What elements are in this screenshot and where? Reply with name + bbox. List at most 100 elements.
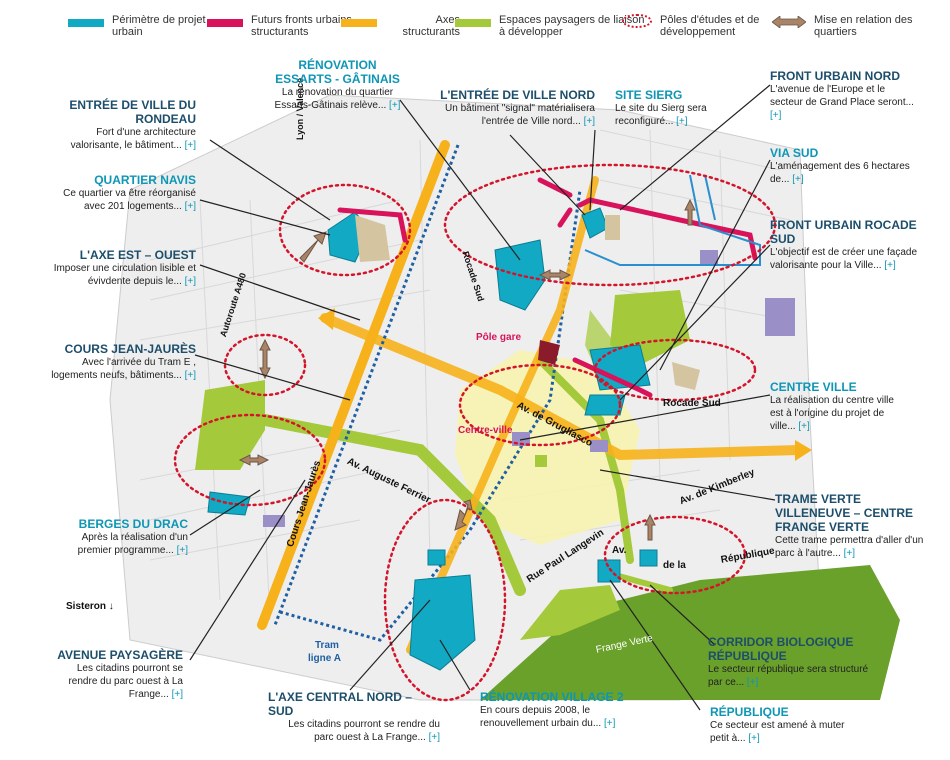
legend-label: Périmètre de projet urbain xyxy=(112,14,206,38)
callout-title: Avenue paysagère xyxy=(57,648,183,662)
callout-title: Rénovation Essarts - Gâtinais xyxy=(275,58,400,86)
label-pole-gare: Pôle gare xyxy=(476,332,522,343)
more-link[interactable]: [+] xyxy=(770,110,782,121)
label-rocade-sud-2: Rocade Sud xyxy=(663,398,721,409)
tram-e-line xyxy=(273,144,460,626)
leader-lines xyxy=(189,84,776,711)
callout-text: L'avenue de l'Europe et le secteur de Gr… xyxy=(770,84,914,108)
legend-label: Espaces paysagers de liaison à développe… xyxy=(499,14,645,38)
callout-text: Les citadins pourront se rendre du parc … xyxy=(68,663,183,700)
more-link[interactable]: [+] xyxy=(176,545,188,556)
legend-label: Mise en relation des quartiers xyxy=(814,14,913,38)
callout-quartier-navis[interactable]: Quartier Navis Ce quartier va être réorg… xyxy=(48,173,196,213)
pole-gare-block xyxy=(538,340,560,365)
legend-item-fronts: Futurs fronts urbains structurants xyxy=(207,14,366,38)
label-tram-a-2: ligne A xyxy=(308,653,341,664)
callout-front-rocade-sud[interactable]: Front urbain Rocade Sud L'objectif est d… xyxy=(770,218,920,272)
callout-title: Trame verte Villeneuve – Centre Frange v… xyxy=(775,492,914,534)
callout-text: La rénovation du quartier Essarts-Gâtina… xyxy=(274,87,394,111)
label-av-republique-1: Av. xyxy=(612,545,627,556)
more-link[interactable]: [+] xyxy=(184,201,196,212)
more-link[interactable]: [+] xyxy=(583,116,595,127)
callout-title: République xyxy=(710,705,789,719)
callout-title: Site Sierg xyxy=(615,88,683,102)
callout-text: Fort d'une architecture valorisante, le … xyxy=(70,127,196,151)
more-link[interactable]: [+] xyxy=(603,718,616,729)
callout-centre-ville[interactable]: Centre ville La réalisation du centre vi… xyxy=(770,380,910,433)
callout-title: Via Sud xyxy=(770,146,819,160)
callout-title: Centre ville xyxy=(770,380,857,394)
cours-jean-jaures-line xyxy=(257,140,450,630)
relation-arrow-icon xyxy=(772,16,806,28)
callout-title: Cours Jean-Jaurès xyxy=(64,342,196,356)
callout-title: L'axe Est – Ouest xyxy=(79,248,196,262)
label-av-republique-2: de la xyxy=(663,560,686,571)
legend-item-axes: Axes structurants xyxy=(341,14,460,38)
more-link[interactable]: [+] xyxy=(798,421,810,432)
callout-avenue-paysagere[interactable]: Avenue paysagère Les citadins pourront s… xyxy=(48,648,183,701)
via-sud-line-2 xyxy=(704,174,716,221)
more-link[interactable]: [+] xyxy=(843,548,856,559)
callout-title: Quartier Navis xyxy=(94,173,196,187)
callout-front-urbain-nord[interactable]: Front urbain Nord L'avenue de l'Europe e… xyxy=(770,69,915,122)
callout-text: L'objectif est de créer une façade valor… xyxy=(770,247,918,271)
callout-title: Berges du Drac xyxy=(78,517,188,531)
callout-entree-ville-nord[interactable]: L'entrée de ville Nord Un bâtiment "sign… xyxy=(430,88,595,128)
callout-axe-central[interactable]: L'axe central Nord – Sud Les citadins po… xyxy=(268,690,440,744)
more-link[interactable]: [+] xyxy=(184,140,196,151)
more-link[interactable]: [+] xyxy=(428,732,440,743)
map-legend: Périmètre de projet urbain Futurs fronts… xyxy=(0,10,950,50)
callout-text: Ce secteur est amené à muter petit à... xyxy=(710,720,845,744)
more-link[interactable]: [+] xyxy=(746,677,759,688)
callout-berges-drac[interactable]: Berges du Drac Après la réalisation d'un… xyxy=(48,517,188,557)
legend-swatch-teal xyxy=(68,19,104,27)
callout-text: Ce quartier va être réorganisé avec 201 … xyxy=(63,188,196,212)
callout-title: Entrée de ville du Rondeau xyxy=(69,98,196,126)
callout-text: Un bâtiment "signal" matérialisera l'ent… xyxy=(445,103,595,127)
legend-item-poles: Pôles d'études et de développement xyxy=(622,14,785,38)
callout-text: En cours depuis 2008, le renouvellement … xyxy=(480,705,602,729)
callout-title: L'entrée de ville Nord xyxy=(440,88,595,102)
callout-text: Imposer une circulation lisible et évivd… xyxy=(53,263,196,287)
more-link[interactable]: [+] xyxy=(792,174,804,185)
more-link[interactable]: [+] xyxy=(184,276,196,287)
callout-title: Rénovation Village 2 xyxy=(480,690,624,704)
green-link-south xyxy=(520,585,620,640)
callout-entree-rondeau[interactable]: Entrée de ville du Rondeau Fort d'une ar… xyxy=(48,98,196,152)
callout-renovation-village2[interactable]: Rénovation Village 2 En cours depuis 200… xyxy=(480,690,630,730)
more-link[interactable]: [+] xyxy=(171,689,183,700)
more-link[interactable]: [+] xyxy=(389,100,401,111)
legend-swatch-green xyxy=(455,19,491,27)
label-sisteron: Sisteron ↓ xyxy=(66,601,114,612)
legend-item-espaces: Espaces paysagers de liaison à développe… xyxy=(455,14,649,38)
label-centre-ville: Centre-ville xyxy=(458,425,513,436)
more-link[interactable]: [+] xyxy=(676,116,688,127)
callout-republique[interactable]: République Ce secteur est amené à muter … xyxy=(710,705,855,745)
more-link[interactable]: [+] xyxy=(884,260,896,271)
axe-arrow-east xyxy=(795,440,812,461)
tram-a-line xyxy=(279,189,582,642)
callout-axe-est-ouest[interactable]: L'axe Est – Ouest Imposer une circulatio… xyxy=(38,248,196,288)
callout-text: Le site du Sierg sera reconfiguré... xyxy=(615,103,707,127)
callout-text: L'aménagement des 6 hectares de... xyxy=(770,161,910,185)
relation-arrows xyxy=(238,198,696,541)
axe-est-ouest-line xyxy=(320,313,805,461)
callout-via-sud[interactable]: Via Sud L'aménagement des 6 hectares de.… xyxy=(770,146,920,186)
legend-label: Axes structurants xyxy=(402,14,460,38)
more-link[interactable]: [+] xyxy=(748,733,760,744)
legend-label: Futurs fronts urbains structurants xyxy=(251,14,352,38)
callout-trame-verte[interactable]: Trame verte Villeneuve – Centre Frange v… xyxy=(775,492,935,560)
frange-verte-zone xyxy=(480,565,900,700)
legend-item-relation: Mise en relation des quartiers xyxy=(772,14,924,38)
axe-arrow-west xyxy=(318,308,335,330)
legend-swatch-dotted xyxy=(622,14,652,28)
callout-renovation-essarts[interactable]: Rénovation Essarts - Gâtinais La rénovat… xyxy=(270,58,405,112)
callout-cours-jean-jaures[interactable]: Cours Jean-Jaurès Avec l'arrivée du Tram… xyxy=(48,342,196,382)
callout-corridor[interactable]: Corridor biologique République Le secteu… xyxy=(708,635,878,689)
callout-text: Les citadins pourront se rendre du parc … xyxy=(288,719,440,743)
callout-text: Cette trame permettra d'aller d'un parc … xyxy=(775,535,924,559)
legend-item-perimetre: Périmètre de projet urbain xyxy=(68,14,207,38)
more-link[interactable]: [+] xyxy=(184,370,196,381)
callout-text: Après la réalisation d'un premier progra… xyxy=(77,532,188,556)
callout-site-sierg[interactable]: Site Sierg Le site du Sierg sera reconfi… xyxy=(615,88,735,128)
